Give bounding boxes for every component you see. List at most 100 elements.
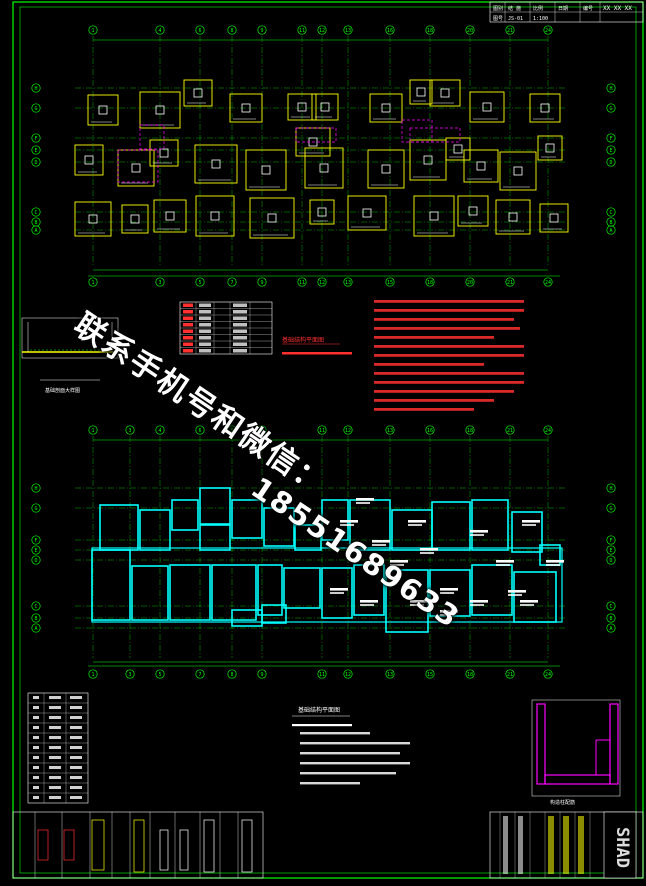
note-line <box>374 372 524 375</box>
footing-symbol-icon <box>130 214 140 224</box>
beam-tag <box>356 498 374 501</box>
beam-tag <box>372 540 390 543</box>
beam-outline-main <box>91 547 563 623</box>
table-cell-mark <box>199 310 211 314</box>
footing-outline <box>117 149 155 187</box>
axis-bubble-icon <box>606 145 616 155</box>
beam-tag <box>440 610 458 613</box>
axis-bubble-icon <box>606 545 616 555</box>
footing-outline <box>347 195 387 231</box>
footing-symbol-icon <box>513 166 523 176</box>
beam-tag <box>410 600 428 603</box>
table-cell-mark <box>183 349 193 353</box>
axis-bubble-icon <box>425 277 435 287</box>
axis-label: B <box>34 616 37 622</box>
note-line <box>374 345 524 348</box>
axis-bubble-icon <box>543 25 553 35</box>
beam-tag <box>360 604 374 606</box>
footing-outline <box>311 93 339 121</box>
beam-tag <box>520 604 534 606</box>
footing-symbol-icon <box>545 143 555 153</box>
table-cell-mark <box>70 746 82 749</box>
footing-symbol-icon <box>159 148 169 158</box>
table-cell-mark <box>49 706 61 709</box>
strip-text-block <box>548 816 554 874</box>
strip-text-block <box>203 819 215 873</box>
axis-bubble-icon <box>31 133 41 143</box>
footing-symbol-icon <box>297 102 307 112</box>
footing-symbol-icon <box>211 159 221 169</box>
axis-label: 18 <box>427 280 433 286</box>
axis-bubble-icon <box>505 25 515 35</box>
axis-label: G <box>609 106 612 112</box>
table-cell-mark <box>70 766 82 769</box>
beam-outline <box>511 511 543 553</box>
axis-bubble-icon <box>155 277 165 287</box>
strip-text-block <box>179 829 189 871</box>
axis-bubble-icon <box>31 145 41 155</box>
beam-tag <box>390 564 404 566</box>
beam-outline <box>171 499 199 531</box>
beam-tag <box>356 502 370 504</box>
beam-tag <box>470 600 488 603</box>
axis-bubble-icon <box>88 277 98 287</box>
beam-outline <box>139 509 171 551</box>
axis-bubble-icon <box>257 277 267 287</box>
note-line <box>300 782 360 785</box>
axis-bubble-icon <box>31 613 41 623</box>
axis-label: C <box>34 604 37 610</box>
axis-label: A <box>609 626 612 632</box>
axis-bubble-icon <box>606 157 616 167</box>
footing-outline <box>369 93 403 123</box>
table-cell-mark <box>233 316 247 320</box>
axis-bubble-icon <box>31 157 41 167</box>
strip-text-block <box>91 819 105 871</box>
axis-bubble-icon <box>606 613 616 623</box>
axis-label: 12 <box>319 280 325 286</box>
table-cell-mark <box>233 336 247 340</box>
axis-bubble-icon <box>385 25 395 35</box>
axis-bubble-icon <box>543 669 553 679</box>
note-line <box>374 336 494 339</box>
axis-label: 18 <box>467 672 473 678</box>
table-frame <box>27 692 89 804</box>
footing-outline <box>309 199 335 225</box>
beam-tag <box>522 524 536 526</box>
table-cell-mark <box>183 303 193 307</box>
notes-title-1: 基础结构平面图 <box>282 336 324 344</box>
footing-outline <box>539 203 569 233</box>
beam-tag <box>340 524 354 526</box>
axis-bubble-icon <box>606 535 616 545</box>
table-cell-mark <box>183 310 193 314</box>
axis-label: 4 <box>158 28 161 34</box>
axis-label: 7 <box>198 672 201 678</box>
axis-label: 1 <box>91 672 94 678</box>
strip-text-block <box>241 819 253 873</box>
axis-label: E <box>34 548 37 554</box>
table-cell-mark <box>49 796 61 799</box>
strip-text-block <box>63 829 75 861</box>
beam-tag <box>340 520 358 523</box>
svg-text:1:100: 1:100 <box>533 16 548 22</box>
beam-outline <box>199 524 231 551</box>
axis-label: B <box>609 220 612 226</box>
beam-tag <box>410 604 424 606</box>
pier-outline <box>401 119 433 143</box>
footing-outline <box>287 93 317 121</box>
axis-label: 11 <box>299 280 305 286</box>
axis-bubble-icon <box>125 425 135 435</box>
axis-label: D <box>609 160 612 166</box>
axis-bubble-icon <box>385 669 395 679</box>
axis-label: A <box>34 626 37 632</box>
table-cell-mark <box>33 706 39 709</box>
axis-label: H <box>34 486 37 492</box>
strip-text-block <box>518 816 523 874</box>
table-cell-mark <box>199 316 211 320</box>
axis-bubble-icon <box>317 425 327 435</box>
table-cell-mark <box>70 756 82 759</box>
axis-bubble-icon <box>155 669 165 679</box>
note-line <box>292 724 352 727</box>
strip-text-block <box>37 829 49 861</box>
svg-text:构造柱配筋: 构造柱配筋 <box>550 799 575 806</box>
